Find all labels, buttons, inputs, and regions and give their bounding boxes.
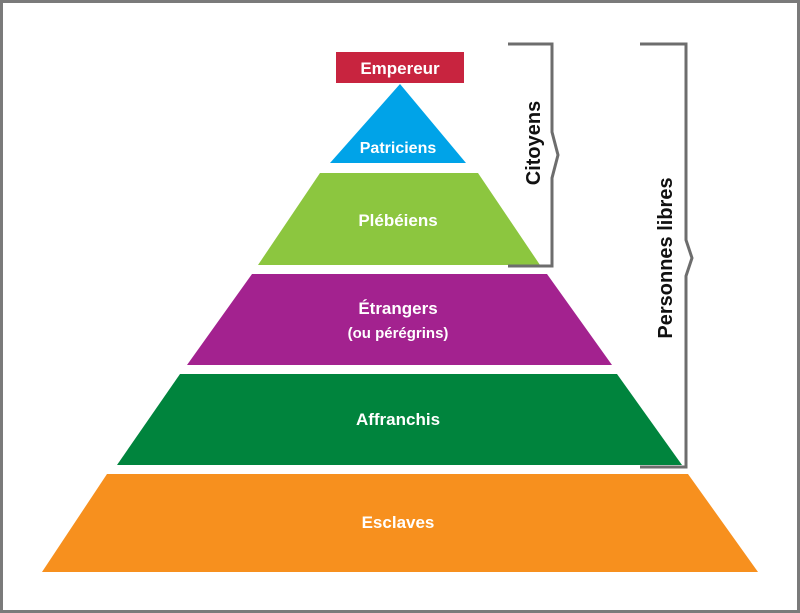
level-plebeiens <box>258 173 540 265</box>
personnes-libres-bracket <box>640 42 694 469</box>
level-patriciens-label: Patriciens <box>360 140 437 157</box>
citoyens-bracket <box>508 42 560 268</box>
level-esclaves <box>42 474 758 572</box>
personnes-libres-label: Personnes libres <box>655 177 677 338</box>
level-affranchis-label: Affranchis <box>356 410 440 429</box>
level-plebeiens-label: Plébéiens <box>358 211 437 230</box>
emperor-box <box>336 52 464 83</box>
level-etrangers-sublabel: (ou pérégrins) <box>348 325 449 342</box>
social-pyramid-diagram: Empereur Patriciens Plébéiens Étrangers … <box>42 42 758 572</box>
citoyens-label: Citoyens <box>523 101 545 185</box>
level-affranchis <box>117 374 682 465</box>
level-etrangers-label: Étrangers <box>358 299 437 318</box>
emperor-label: Empereur <box>360 59 440 78</box>
level-etrangers <box>187 274 612 365</box>
level-esclaves-label: Esclaves <box>362 513 435 532</box>
level-patriciens <box>330 84 466 163</box>
